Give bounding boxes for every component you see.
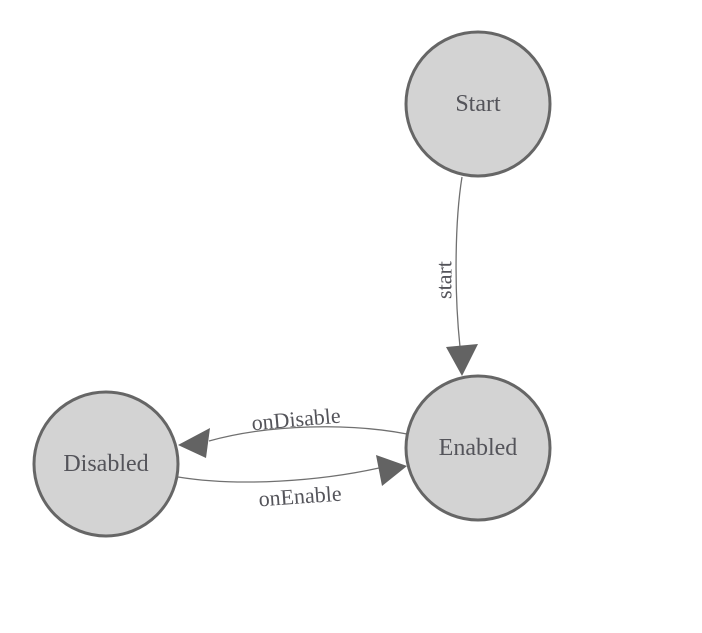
state-node-disabled: Disabled — [32, 390, 180, 538]
edge-line-start — [455, 176, 463, 348]
node-label-enabled: Enabled — [439, 435, 518, 461]
edge-line-ondisable — [208, 426, 408, 442]
node-label-disabled: Disabled — [63, 451, 148, 477]
node-label-start: Start — [455, 91, 501, 117]
state-circle-enabled — [404, 374, 552, 522]
edge-disabled-to-enabled: onEnable — [177, 455, 407, 512]
state-circle-disabled — [32, 390, 180, 538]
state-node-enabled: Enabled — [404, 374, 552, 522]
edge-enabled-to-disabled: onDisable — [178, 403, 408, 458]
edge-label-ondisable: onDisable — [250, 403, 341, 436]
state-node-start: Start — [404, 30, 552, 178]
arrowhead-start-to-enabled — [446, 344, 478, 376]
edge-line-onenable — [177, 467, 380, 483]
edge-label-onenable: onEnable — [258, 481, 343, 512]
arrowhead-disabled-to-enabled — [376, 455, 407, 486]
arrowhead-enabled-to-disabled — [178, 428, 210, 458]
edge-label-start: start — [432, 261, 457, 299]
edge-start-to-enabled: start — [432, 176, 478, 376]
state-circle-start — [404, 30, 552, 178]
